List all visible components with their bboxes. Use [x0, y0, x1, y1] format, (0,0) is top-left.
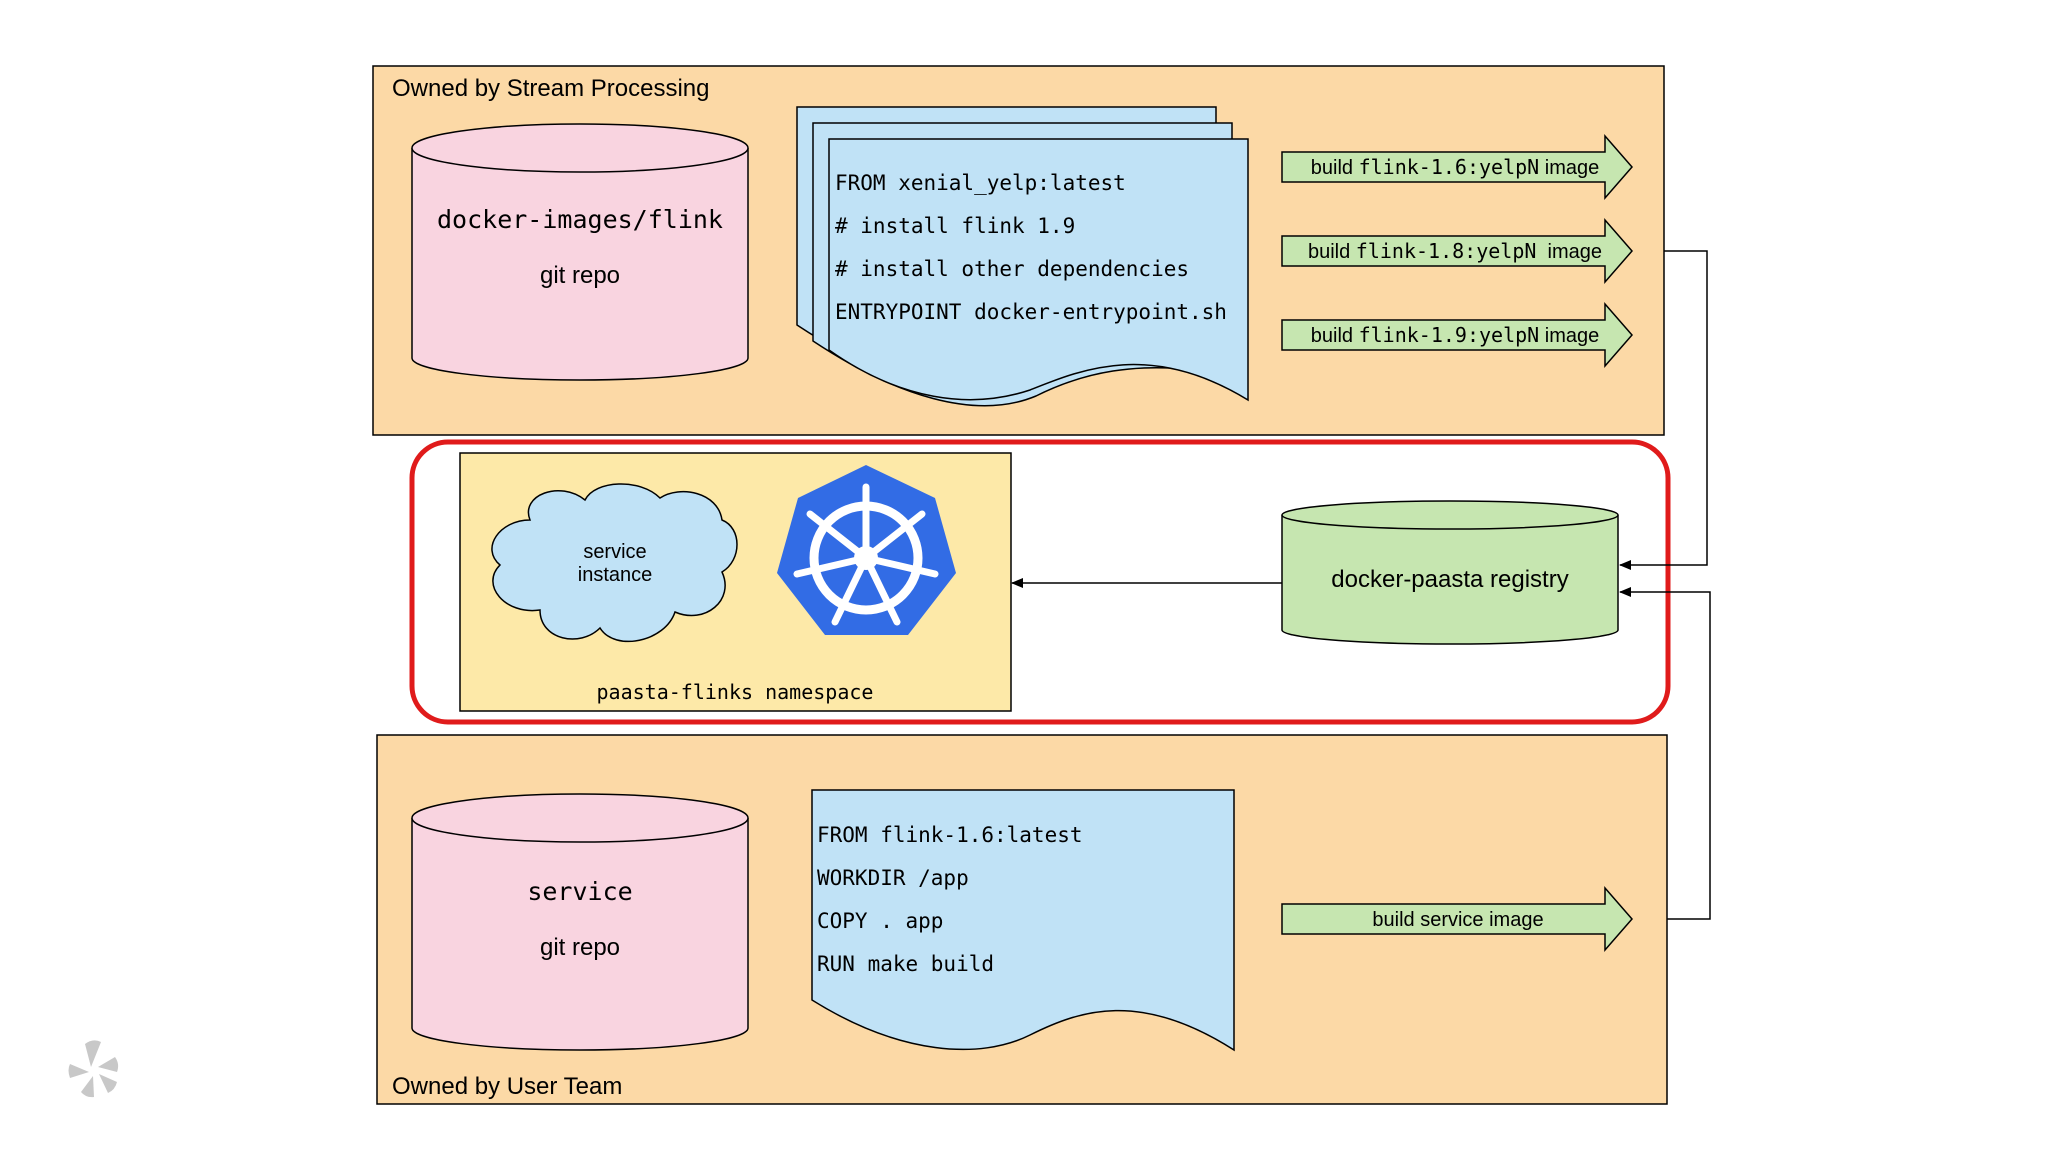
stream-processing-section: Owned by Stream Processing docker-images… — [372, 65, 1665, 436]
flink-repo-kind: git repo — [540, 262, 620, 289]
flink-repo-name: docker-images/flink — [437, 205, 723, 234]
flink-dockerfile-line: # install other dependencies — [835, 257, 1189, 281]
stream-processing-title: Owned by Stream Processing — [392, 75, 709, 102]
docker-paasta-registry-cylinder: docker-paasta registry — [1281, 500, 1619, 645]
dockerfile-sheet-front — [828, 138, 1249, 402]
service-dockerfile-line: RUN make build — [817, 952, 994, 976]
service-repo-kind: git repo — [540, 934, 620, 961]
flink-dockerfile-line: # install flink 1.9 — [835, 214, 1075, 238]
service-dockerfile-line: COPY . app — [817, 909, 943, 933]
build-flink-18-arrow: build flink-1.8:yelpN image — [1281, 217, 1633, 285]
build-flink-19-label: build flink-1.9:yelpN image — [1311, 323, 1599, 347]
service-dockerfile-line: WORKDIR /app — [817, 866, 969, 890]
build-service-arrow: build service image — [1281, 885, 1633, 953]
kubernetes-helm-icon — [777, 465, 956, 635]
flink-images-to-registry-connector — [1619, 250, 1708, 570]
build-flink-16-arrow: build flink-1.6:yelpN image — [1281, 133, 1633, 201]
user-team-title: Owned by User Team — [392, 1073, 622, 1100]
service-instance-cloud: service instance — [491, 483, 738, 643]
flink-dockerfile-stack: FROM xenial_yelp:latest # install flink … — [796, 106, 1249, 407]
flink-dockerfile-line: FROM xenial_yelp:latest — [835, 171, 1126, 195]
cloud-line-1: service — [583, 541, 646, 563]
build-flink-18-label: build flink-1.8:yelpN image — [1308, 239, 1602, 263]
service-dockerfile-sheet — [811, 789, 1235, 1052]
yelp-burst-icon — [68, 1040, 119, 1098]
build-flink-19-arrow: build flink-1.9:yelpN image — [1281, 301, 1633, 369]
paasta-highlight-region: paasta-flinks namespace service instance — [409, 439, 1671, 725]
registry-label: docker-paasta registry — [1331, 566, 1568, 593]
user-team-section: Owned by User Team service git repo FROM… — [376, 734, 1668, 1105]
flink-dockerfile-line: ENTRYPOINT docker-entrypoint.sh — [835, 300, 1227, 324]
flink-repo-cylinder: docker-images/flink git repo — [411, 123, 749, 381]
service-image-to-registry-connector — [1619, 587, 1711, 920]
service-repo-name: service — [527, 877, 632, 906]
build-flink-16-label: build flink-1.6:yelpN image — [1311, 155, 1599, 179]
service-dockerfile: FROM flink-1.6:latest WORKDIR /app COPY … — [811, 789, 1235, 1052]
cloud-line-2: instance — [578, 564, 653, 586]
service-repo-cylinder: service git repo — [411, 793, 749, 1051]
build-service-label: build service image — [1372, 909, 1543, 931]
namespace-label: paasta-flinks namespace — [597, 680, 874, 704]
service-dockerfile-line: FROM flink-1.6:latest — [817, 823, 1083, 847]
